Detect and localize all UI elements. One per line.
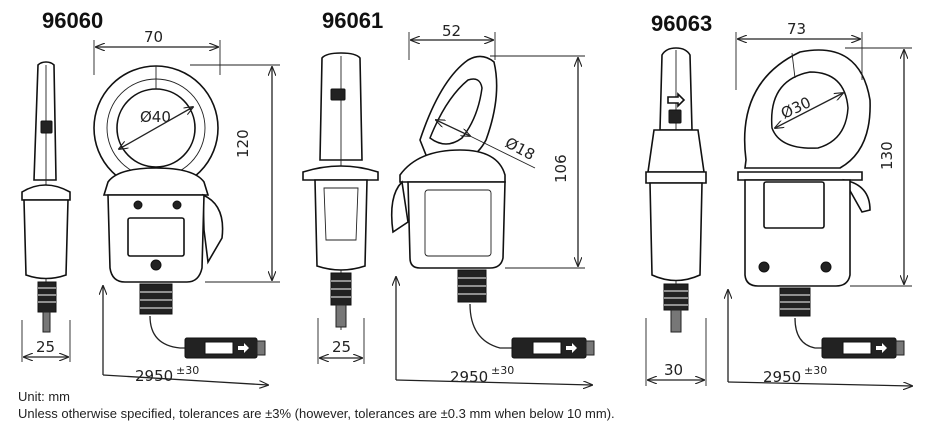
model-96060: 96060: [21, 8, 280, 385]
side-view-96061: [302, 52, 379, 330]
width-dimension-96061: 52: [442, 22, 461, 40]
cable-length-96060: 2950: [135, 367, 173, 385]
cable-tolerance-96061: ±30: [491, 364, 514, 377]
model-96063: 96063: [645, 11, 912, 386]
height-dimension-96060: 120: [234, 129, 252, 158]
height-dimension-96061: 106: [552, 154, 570, 183]
width-dimension-96060: 70: [144, 28, 163, 46]
cable-tolerance-96063: ±30: [804, 364, 827, 377]
side-view-96063: [645, 47, 707, 333]
model-label-96060: 96060: [42, 8, 103, 33]
cable-tolerance-96060: ±30: [176, 364, 199, 377]
model-label-96061: 96061: [322, 8, 383, 33]
model-label-96063: 96063: [651, 11, 712, 36]
jaw-diameter-96061: Ø18: [502, 134, 538, 164]
front-view-96063: [737, 49, 905, 359]
model-96061: 96061: [302, 8, 595, 386]
thickness-dimension-96061: 25: [332, 338, 351, 356]
front-view-96060: [93, 65, 266, 359]
cable-length-96061: 2950: [450, 368, 488, 386]
tolerance-note: Unless otherwise specified, tolerances a…: [18, 406, 615, 421]
front-view-96061: [390, 55, 595, 359]
thickness-dimension-96063: 30: [664, 361, 683, 379]
height-dimension-96063: 130: [878, 141, 896, 170]
thickness-dimension-96060: 25: [36, 338, 55, 356]
cable-length-96063: 2950: [763, 368, 801, 386]
side-view-96060: [21, 61, 71, 333]
unit-note: Unit: mm: [18, 389, 70, 404]
jaw-diameter-96060: Ø40: [140, 108, 171, 126]
width-dimension-96063: 73: [787, 20, 806, 38]
